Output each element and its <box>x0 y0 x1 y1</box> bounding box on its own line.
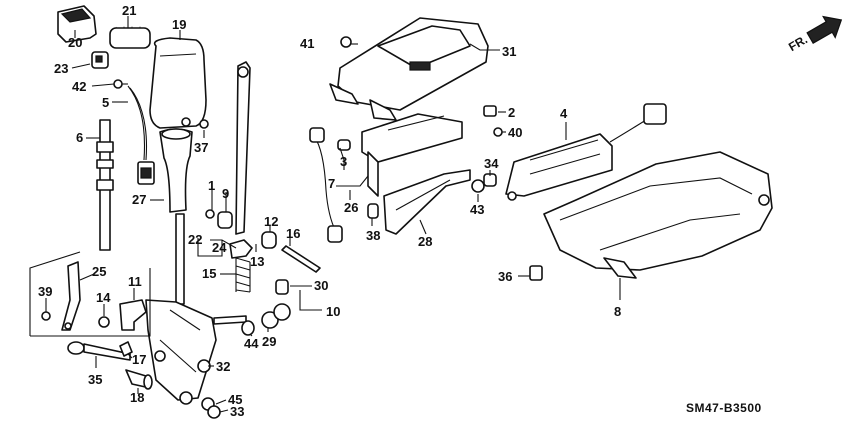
callout-37: 37 <box>194 140 208 155</box>
bolt-14-part <box>98 316 110 328</box>
callout-38: 38 <box>366 228 380 243</box>
washer-9-part <box>217 211 233 229</box>
diagram-code: SM47-B3500 <box>686 401 762 415</box>
callout-22: 22 <box>188 232 202 247</box>
nut-24-part <box>229 239 253 259</box>
callout-10: 10 <box>326 304 340 319</box>
callout-39: 39 <box>38 284 52 299</box>
bolt-37-part <box>199 119 209 129</box>
callout-3: 3 <box>340 154 347 169</box>
callout-11: 11 <box>128 274 142 289</box>
callout-34: 34 <box>484 156 499 171</box>
switch-harness-part <box>127 85 155 185</box>
shift-lock-4-part <box>505 103 667 201</box>
callout-31: 31 <box>502 44 516 59</box>
callout-26: 26 <box>344 200 358 215</box>
callout-13: 13 <box>250 254 264 269</box>
callout-9: 9 <box>222 186 229 201</box>
pin-16-part <box>281 245 321 273</box>
spring-part <box>109 25 151 49</box>
callout-36: 36 <box>498 269 512 284</box>
callout-5: 5 <box>102 95 109 110</box>
bolt-41-part <box>340 36 352 48</box>
callout-1: 1 <box>208 178 215 193</box>
callout-16: 16 <box>286 226 300 241</box>
boot-27-part <box>159 128 193 213</box>
callout-45: 45 <box>228 392 242 407</box>
knob-cap-part <box>57 5 97 43</box>
bracket-25-part <box>61 261 81 331</box>
callout-24: 24 <box>212 240 227 255</box>
nut-17-part <box>119 341 133 357</box>
callout-18: 18 <box>130 390 144 405</box>
indicator-panel-26-part <box>361 113 463 197</box>
clip-2-part <box>483 105 497 117</box>
callout-29: 29 <box>262 334 276 349</box>
callout-12: 12 <box>264 214 278 229</box>
bolt-35-part <box>67 341 131 361</box>
callout-42: 42 <box>72 79 86 94</box>
front-direction-arrow-icon <box>806 15 843 45</box>
knob-button-part <box>91 51 109 69</box>
washer-44-part <box>241 320 255 336</box>
callout-8: 8 <box>614 304 621 319</box>
position-cable-part <box>309 127 343 243</box>
screw-42-part <box>113 79 128 89</box>
callout-40: 40 <box>508 125 522 140</box>
bushing-29-part <box>261 303 291 329</box>
rod-6-part <box>96 119 114 251</box>
callout-30: 30 <box>314 278 328 293</box>
front-label: FR. <box>786 32 810 54</box>
nut-40-part <box>493 127 503 137</box>
callout-2: 2 <box>508 105 515 120</box>
bulb-socket-3-part <box>337 139 351 151</box>
callout-43: 43 <box>470 202 484 217</box>
callout-4: 4 <box>560 106 568 121</box>
callout-35: 35 <box>88 372 102 387</box>
bushing-18-part <box>125 369 153 390</box>
callout-33: 33 <box>230 404 244 419</box>
nut-43-part <box>471 179 485 193</box>
callout-19: 19 <box>172 17 186 32</box>
callout-7: 7 <box>328 176 335 191</box>
callout-27: 27 <box>132 192 146 207</box>
callout-15: 15 <box>202 266 216 281</box>
plate-11-part <box>119 299 147 331</box>
callout-17: 17 <box>132 352 146 367</box>
shift-base-8-part <box>543 151 773 279</box>
callout-44: 44 <box>244 336 259 351</box>
spring-15-part <box>235 257 251 293</box>
stud-part <box>213 315 247 325</box>
collar-12-part <box>261 231 277 249</box>
long-rod-part <box>235 61 251 235</box>
nut-33-part <box>207 405 221 419</box>
callout-32: 32 <box>216 359 230 374</box>
callout-21: 21 <box>122 3 136 18</box>
callout-25: 25 <box>92 264 106 279</box>
callout-28: 28 <box>418 234 432 249</box>
callout-23: 23 <box>54 61 68 76</box>
knob-part <box>149 37 207 129</box>
callout-20: 20 <box>68 35 82 50</box>
bulb-38-part <box>367 203 379 219</box>
clip-30-part <box>275 279 289 295</box>
callout-41: 41 <box>300 36 314 51</box>
nut-1-part <box>205 209 215 219</box>
shift-lever-part <box>145 213 217 405</box>
callout-6: 6 <box>76 130 83 145</box>
callout-14: 14 <box>96 290 111 305</box>
slide-cover-28-part <box>383 169 471 235</box>
console-trim-31-part <box>329 17 489 121</box>
bolt-36-part <box>529 265 543 281</box>
bolt-39-part <box>41 311 51 321</box>
